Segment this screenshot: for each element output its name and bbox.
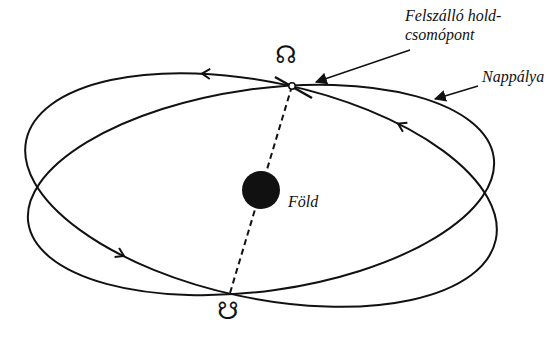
ecliptic-label: Nappálya [482, 67, 544, 86]
earth [242, 171, 280, 209]
line-of-nodes [230, 86, 292, 293]
ascending-node-symbol: ☊ [275, 42, 296, 68]
leader-arrow [316, 50, 410, 82]
earth-label: Föld [288, 192, 318, 211]
direction-arrow [202, 69, 210, 79]
direction-arrow [115, 248, 127, 261]
ecliptic [14, 57, 508, 322]
direction-arrow [396, 119, 408, 132]
descending-node-symbol: ☋ [217, 298, 238, 324]
moon-orbit [4, 34, 518, 345]
node-point [289, 83, 295, 89]
leader-arrow [435, 86, 478, 99]
node-tick [275, 77, 312, 98]
node-callout: Felszálló hold- csomópont [405, 6, 523, 44]
